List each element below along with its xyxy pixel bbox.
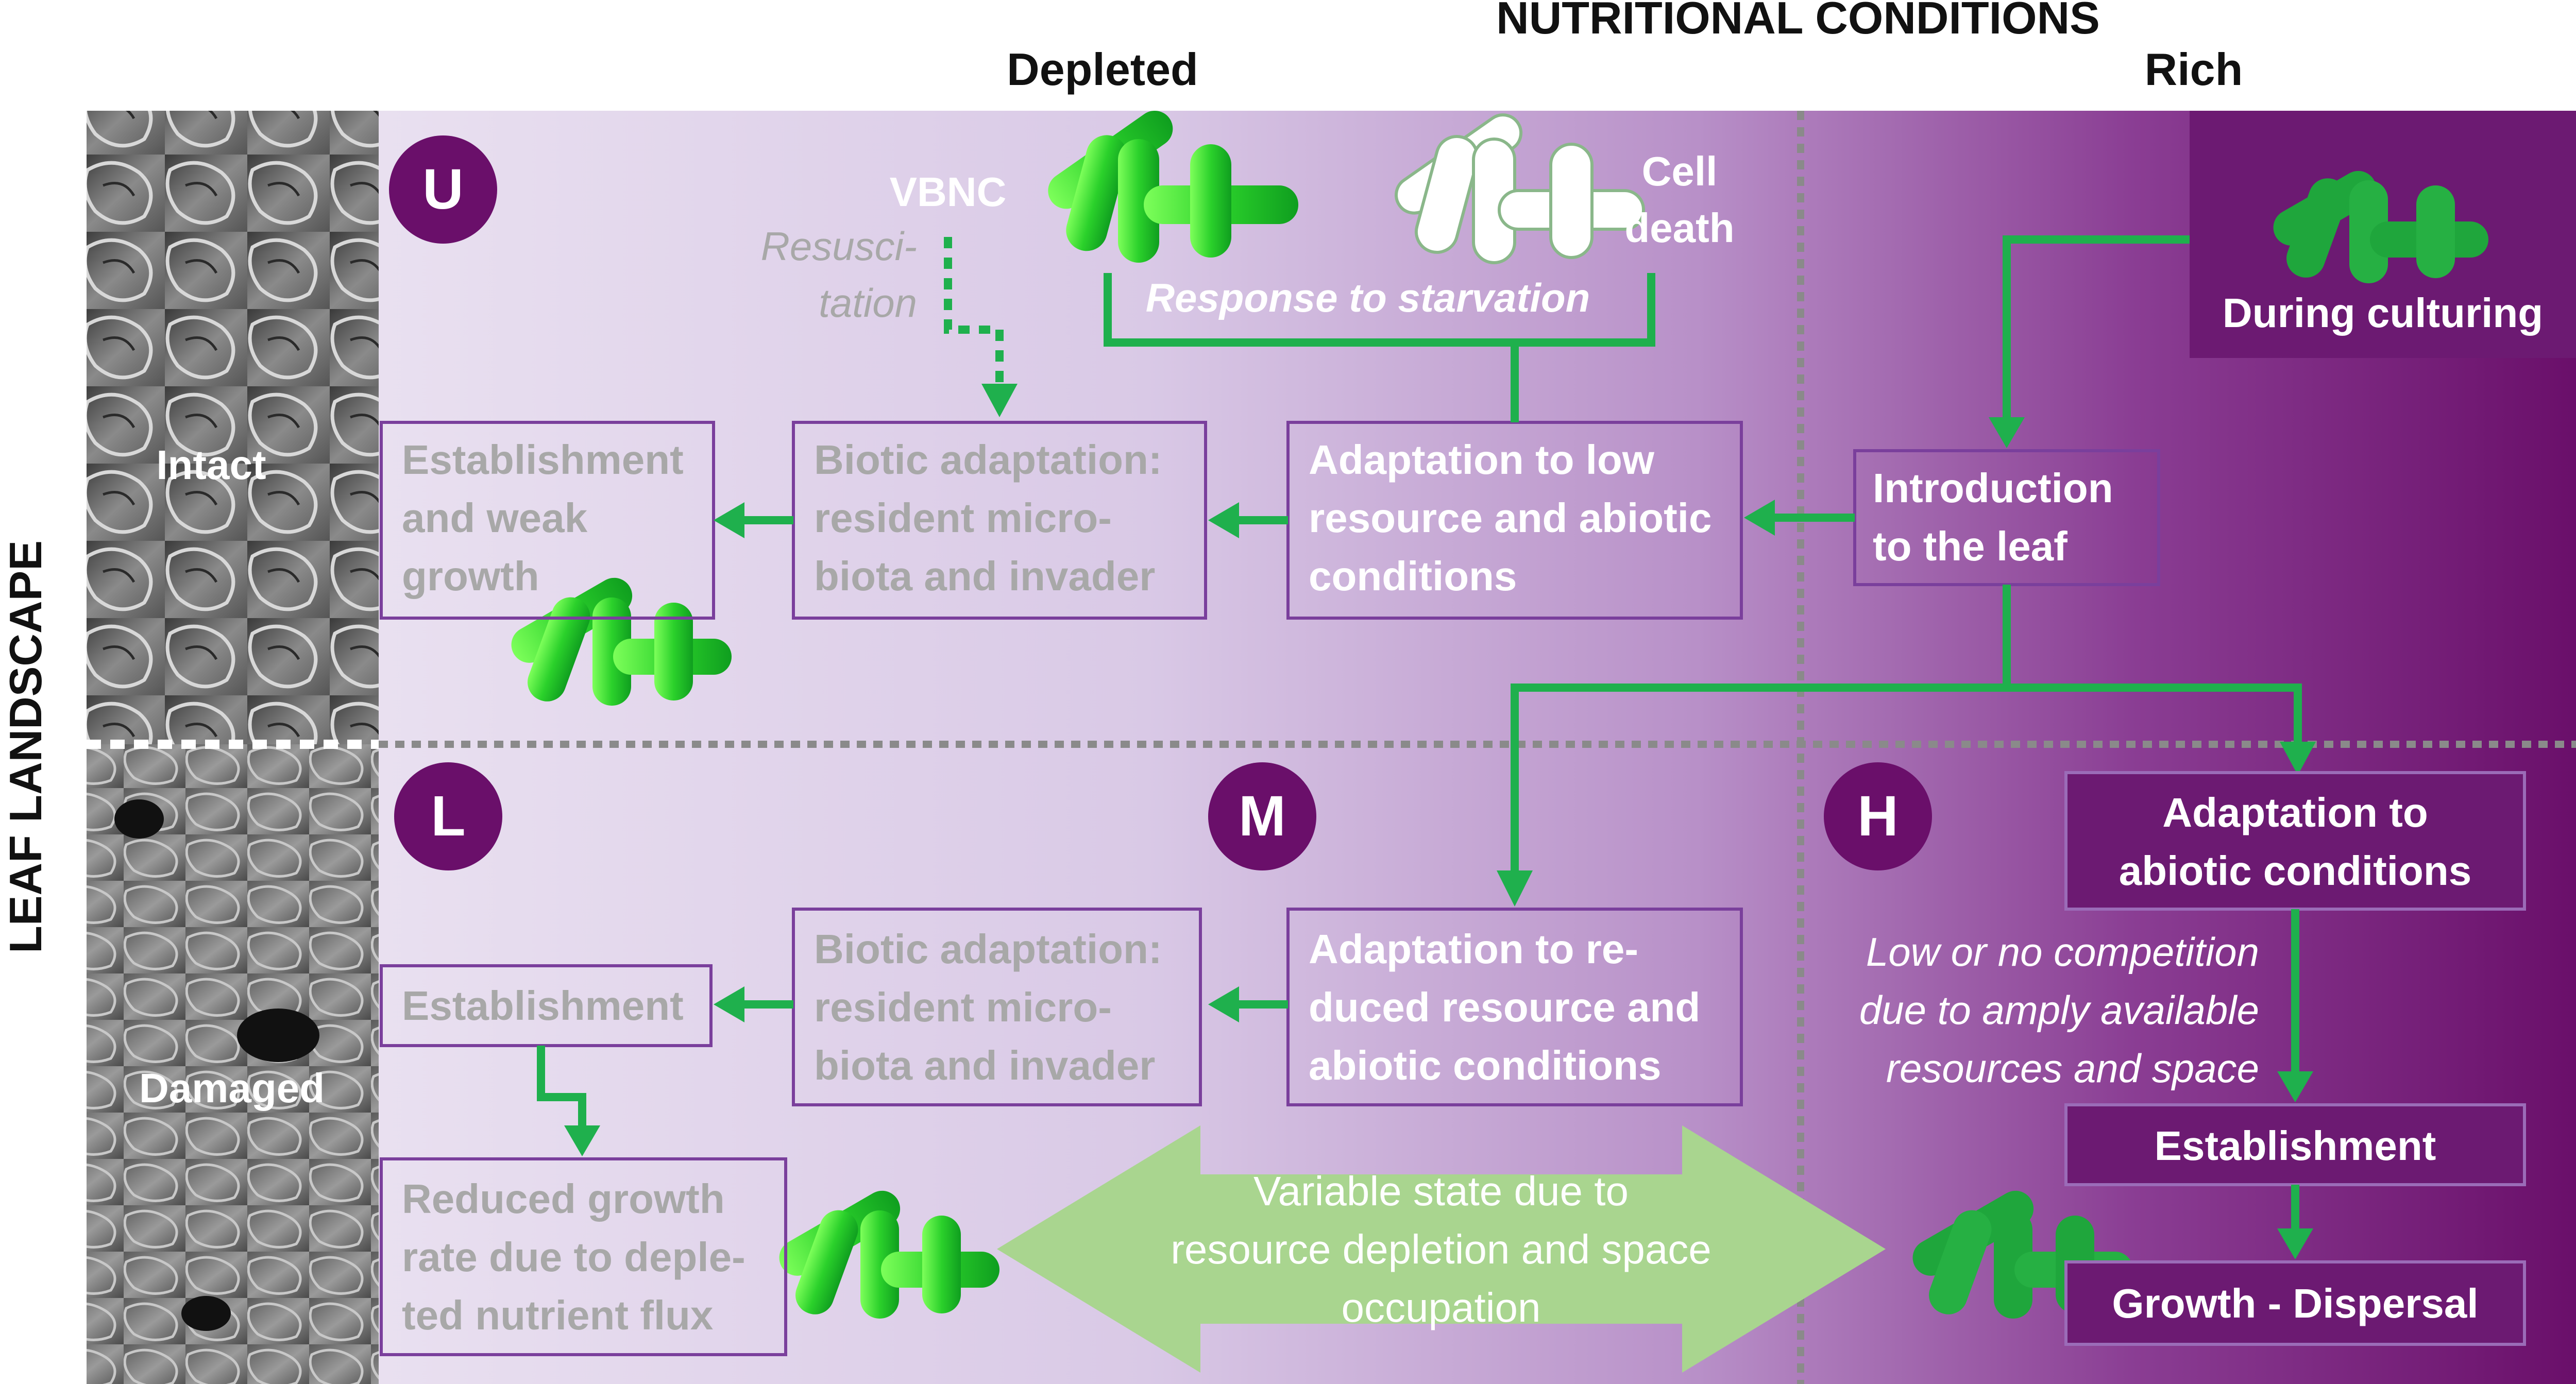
- arrowhead-est-l: [714, 986, 744, 1022]
- arrowhead-reduced-growth: [564, 1125, 600, 1156]
- adapt-low-line-3: conditions: [1309, 553, 1517, 599]
- resuscitation-arrow: [944, 237, 1004, 391]
- bacteria-cluster-culture: [2273, 170, 2488, 283]
- adapt-low-line-2: resource and abiotic: [1309, 495, 1711, 541]
- reduced-growth-line-1: Reduced growth: [402, 1176, 725, 1222]
- arrow-culture-to-intro: [2003, 235, 2190, 422]
- adapt-abiotic-line-2: abiotic conditions: [2119, 848, 2471, 894]
- quadrant-m-badge: M: [1208, 762, 1316, 870]
- header-rich: Rich: [2145, 44, 2243, 95]
- biotic-top-line-1: Biotic adaptation:: [814, 437, 1162, 483]
- starvation-bracket: [1104, 273, 1655, 347]
- quadrant-l-badge: L: [394, 762, 502, 870]
- arrowhead-est-h: [2277, 1071, 2313, 1102]
- bacteria-cluster-intact: [511, 577, 732, 706]
- arrowhead-biotic-top: [1208, 502, 1239, 538]
- resuscitation-arrowhead: [981, 384, 1018, 417]
- adapt-low-line-1: Adaptation to low: [1309, 437, 1655, 483]
- quadrant-h-badge: H: [1824, 762, 1932, 870]
- introduction-line-1: Introduction: [1873, 465, 2113, 511]
- quadrant-u-label: U: [422, 158, 463, 221]
- biotic-bottom-line-3: biota and invader: [814, 1043, 1155, 1088]
- adapt-reduced-line-2: duced resource and: [1309, 984, 1700, 1030]
- box-growth-dispersal: [2064, 1260, 2526, 1346]
- biotic-bottom-line-1: Biotic adaptation:: [814, 926, 1162, 972]
- est-weak-line-2: and weak: [402, 495, 588, 541]
- box-reduced-growth: [380, 1157, 787, 1356]
- biotic-top-line-3: biota and invader: [814, 553, 1155, 599]
- competition-line-3: resources and space: [1886, 1046, 2259, 1091]
- cell-death-line-2: death: [1624, 205, 1734, 251]
- arrowhead-adapt-low: [1744, 500, 1775, 536]
- leaf-intact-image: [87, 111, 379, 744]
- biotic-bottom-line-2: resident micro-: [814, 984, 1112, 1030]
- box-adapt-abiotic: [2064, 771, 2526, 911]
- label-intact: Intact: [156, 442, 266, 488]
- box-establishment-l: [380, 964, 713, 1047]
- adapt-reduced-line-3: abiotic conditions: [1309, 1043, 1661, 1088]
- growth-dispersal-label: Growth - Dispersal: [2112, 1280, 2478, 1326]
- vbnc-label: VBNC: [890, 169, 1007, 215]
- arrowhead-intro: [1989, 417, 2025, 448]
- variable-state-double-arrow: [997, 1125, 1886, 1373]
- header-title: NUTRITIONAL CONDITIONS: [1496, 0, 2100, 43]
- arrowhead-adapt-abiotic: [2280, 742, 2316, 775]
- est-weak-line-1: Establishment: [402, 437, 684, 483]
- quadrant-u-badge: U: [389, 135, 497, 244]
- label-damaged: Damaged: [139, 1065, 325, 1111]
- variable-line-3: occupation: [1342, 1285, 1541, 1330]
- variable-line-1: Variable state due to: [1253, 1168, 1629, 1214]
- arrowhead-adapt-reduced: [1497, 870, 1533, 907]
- damage-spot: [181, 1296, 231, 1331]
- header-leaf-landscape: LEAF LANDSCAPE: [0, 540, 51, 953]
- est-weak-line-3: growth: [402, 553, 539, 599]
- establishment-h-label: Establishment: [2155, 1123, 2436, 1169]
- damage-spot: [114, 799, 164, 839]
- during-culturing-label: During culturing: [2223, 290, 2543, 336]
- arrowhead-est-weak: [714, 502, 744, 538]
- leaf-damaged-image: [87, 744, 379, 1384]
- quadrant-h-label: H: [1857, 784, 1898, 848]
- arrow-est-to-reduced: [537, 1046, 586, 1131]
- quadrant-l-label: L: [431, 784, 465, 848]
- bacteria-cluster-dead: [1395, 113, 1645, 264]
- arrowhead-growth: [2277, 1228, 2313, 1259]
- response-starvation-label: Response to starvation: [1146, 275, 1590, 320]
- biotic-top-line-2: resident micro-: [814, 495, 1112, 541]
- bacteria-cluster-vbnc: [1048, 110, 1298, 263]
- arrowhead-biotic-bottom: [1208, 986, 1239, 1022]
- adapt-abiotic-line-1: Adaptation to: [2162, 790, 2428, 835]
- variable-line-2: resource depletion and space: [1171, 1226, 1711, 1272]
- resuscitation-line-2: tation: [819, 280, 917, 326]
- introduction-line-2: to the leaf: [1873, 523, 2067, 569]
- adapt-reduced-line-1: Adaptation to re-: [1309, 926, 1638, 972]
- establishment-l-label: Establishment: [402, 983, 684, 1029]
- cell-death-line-1: Cell: [1642, 148, 1718, 194]
- box-establishment-h: [2064, 1103, 2526, 1186]
- header-depleted: Depleted: [1007, 44, 1198, 95]
- quadrant-m-label: M: [1239, 784, 1286, 848]
- bacteria-cluster-reduced: [779, 1190, 999, 1319]
- competition-line-2: due to amply available: [1859, 987, 2259, 1033]
- reduced-growth-line-2: rate due to deple-: [402, 1234, 745, 1280]
- arrow-branch: [1511, 684, 2302, 870]
- resuscitation-line-1: Resusci-: [761, 224, 917, 269]
- competition-line-1: Low or no competition: [1866, 929, 2259, 975]
- damage-spot: [237, 1009, 319, 1062]
- reduced-growth-line-3: ted nutrient flux: [402, 1292, 713, 1338]
